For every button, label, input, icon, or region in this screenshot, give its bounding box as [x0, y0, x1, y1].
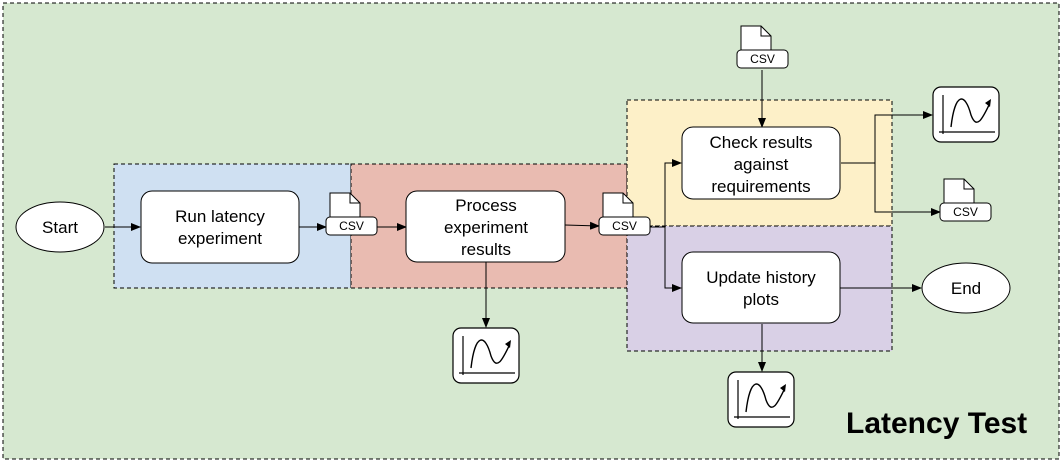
check-results-box: Check results against requirements	[681, 126, 841, 200]
connectors	[105, 70, 941, 372]
csv-file-icon: CSV	[736, 25, 789, 69]
start-label: Start	[42, 218, 78, 237]
arrow-process-to-csv	[564, 221, 600, 230]
check-results-line-2: against	[734, 155, 789, 174]
csv-label: CSV	[612, 219, 637, 233]
check-results-line-1: Check results	[710, 133, 813, 152]
csv-file-icon: CSV	[598, 192, 651, 236]
run-latency-line-1: Run latency	[175, 207, 265, 226]
arrow-csv-to-update	[650, 226, 682, 292]
update-plots-line-2: plots	[743, 290, 779, 309]
csv-file-icon: CSV	[325, 192, 378, 236]
arrow-check-to-csv	[841, 162, 941, 216]
process-results-line-3: results	[461, 240, 511, 259]
plot-icon	[452, 327, 520, 384]
run-latency-box: Run latency experiment	[140, 190, 300, 264]
end-label: End	[951, 279, 981, 298]
process-results-line-1: Process	[455, 196, 516, 215]
diagram-title: Latency Test	[846, 407, 1027, 440]
csv-file-icon: CSV	[939, 178, 992, 222]
csv-label: CSV	[750, 52, 775, 66]
end-node: End	[921, 262, 1011, 314]
update-plots-box: Update history plots	[681, 251, 841, 324]
update-plots-line-1: Update history	[706, 268, 816, 287]
start-node: Start	[15, 201, 105, 253]
process-results-line-2: experiment	[444, 218, 528, 237]
process-results-box: Process experiment results	[405, 190, 566, 263]
check-results-line-3: requirements	[711, 177, 810, 196]
csv-label: CSV	[339, 219, 364, 233]
csv-label: CSV	[953, 205, 978, 219]
run-latency-line-2: experiment	[178, 229, 262, 248]
plot-icon	[932, 86, 1000, 143]
plot-icon	[727, 371, 795, 428]
